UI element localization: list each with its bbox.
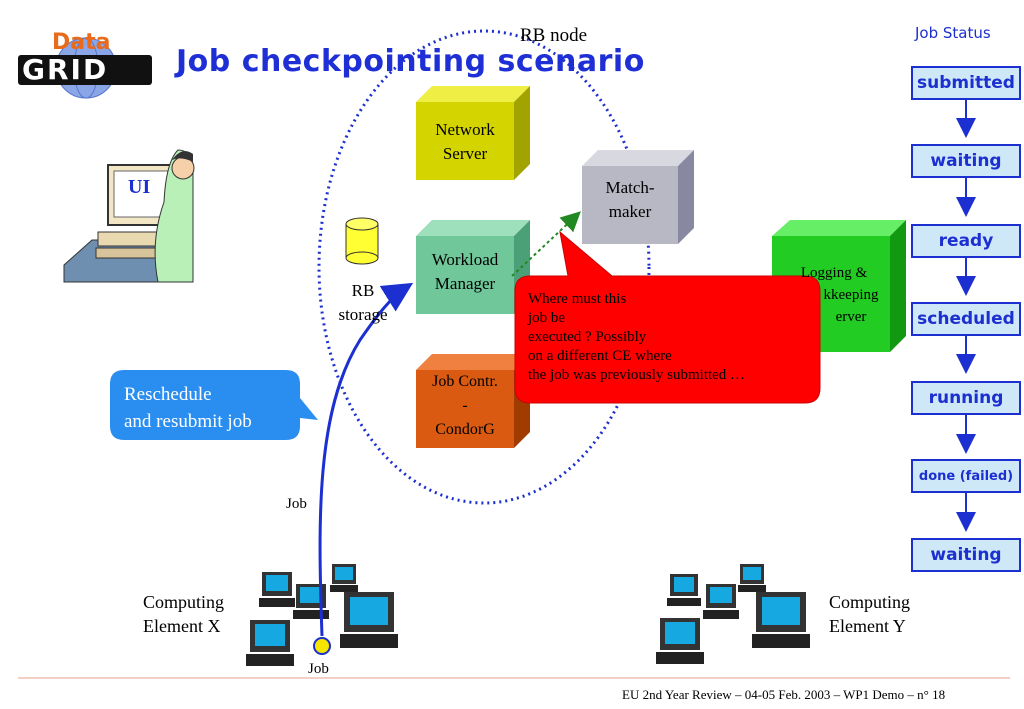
rb-storage-line2: storage [338, 305, 388, 324]
callout-line: on a different CE where [528, 348, 672, 364]
rb-storage-line1: RB [351, 281, 375, 300]
footer-text: EU 2nd Year Review – 04-05 Feb. 2003 – W… [622, 687, 946, 702]
callout-line: job be [528, 310, 566, 326]
rb-storage-icon [345, 217, 379, 265]
status-running: running [911, 381, 1021, 415]
rb-node-boundary [317, 29, 651, 505]
job-controller-label: Job Contr. - CondorG [416, 370, 514, 442]
computing-element-x-label: Computing Element X [143, 590, 224, 638]
logging-line3: erver [835, 309, 867, 325]
job-controller-line1: Job Contr. [432, 373, 498, 390]
ce-x-line1: Computing [143, 592, 225, 612]
matchmaker-line1: Match- [605, 178, 655, 197]
status-scheduled: scheduled [911, 302, 1021, 336]
ce-y-line1: Computing [829, 592, 911, 612]
ui-label: UI [128, 176, 151, 198]
logo-data-text: Data [52, 30, 111, 55]
job-flow-arrow [318, 282, 414, 637]
computing-element-y-icon [656, 564, 810, 664]
matchmaker-box [582, 150, 694, 244]
question-callout-shape [514, 230, 821, 404]
job-label-lower: Job [308, 661, 329, 677]
network-server-box [416, 86, 530, 180]
datagrid-logo [18, 37, 152, 99]
question-callout-text: Where must this job be executed ? Possib… [528, 290, 818, 385]
job-token [313, 637, 331, 655]
status-submitted: submitted [911, 66, 1021, 100]
callout-line: executed ? Possibly [528, 329, 647, 345]
network-server-line1: Network [435, 120, 495, 139]
ce-y-line2: Element Y [829, 616, 906, 636]
workload-manager-line2: Manager [434, 274, 496, 293]
job-controller-line2: - [462, 397, 468, 414]
matchmaker-label: Match- maker [582, 176, 678, 224]
status-ready: ready [911, 224, 1021, 258]
job-status-header: Job Status [915, 24, 991, 42]
rb-storage-label: RB storage [330, 279, 396, 327]
status-done-failed: done (failed) [911, 459, 1021, 493]
ui-user-illustration [63, 149, 195, 283]
network-server-line2: Server [442, 144, 488, 163]
network-server-label: Network Server [416, 118, 514, 166]
reschedule-line1: Reschedule [124, 384, 212, 405]
reschedule-callout-shape [110, 370, 318, 440]
rb-node-label: RB node [520, 25, 588, 46]
logging-line2: kkeeping [823, 287, 879, 303]
ce-x-line2: Element X [143, 616, 221, 636]
callout-line: the job was previously submitted … [528, 367, 746, 383]
workload-manager-line1: Workload [431, 250, 499, 269]
page-title: Job checkpointing scenario [176, 44, 645, 79]
job-label-upper: Job [286, 496, 307, 512]
computing-element-x-icon [246, 564, 398, 666]
status-waiting-final: waiting [911, 538, 1021, 572]
logo-grid-text: GRID [22, 53, 109, 86]
reschedule-callout-text: Reschedule and resubmit job [124, 381, 294, 435]
computing-element-y-label: Computing Element Y [829, 590, 910, 638]
workload-manager-label: Workload Manager [416, 248, 514, 296]
status-waiting: waiting [911, 144, 1021, 178]
matchmaker-line2: maker [608, 202, 652, 221]
callout-line: Where must this [528, 291, 627, 307]
logging-line1: Logging & [800, 265, 868, 281]
job-controller-line3: CondorG [435, 421, 495, 438]
reschedule-line2: and resubmit job [124, 411, 252, 432]
logging-label: Logging & kkeeping erver [772, 262, 890, 328]
